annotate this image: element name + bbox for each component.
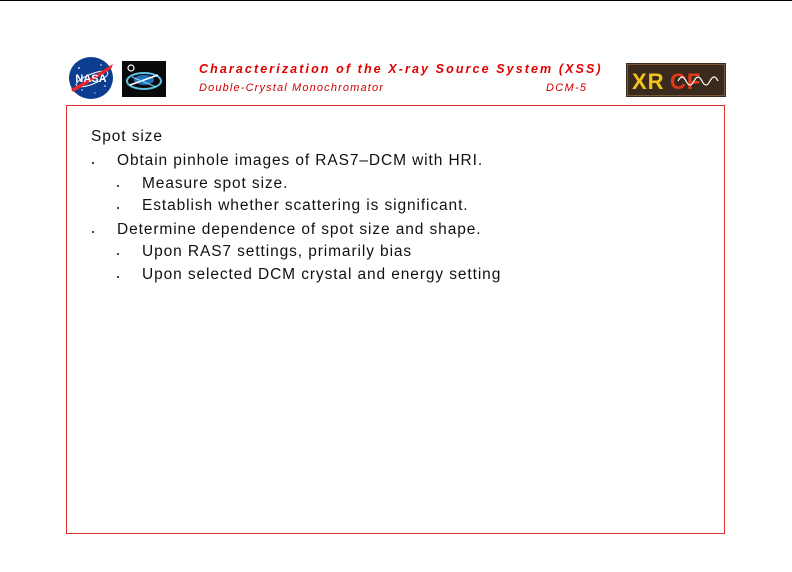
sub-bullet-marker	[117, 185, 119, 187]
xrcf-logo: XR CF	[626, 63, 726, 97]
svg-text:NASA: NASA	[75, 73, 106, 85]
sub-list-item: Upon RAS7 settings, primarily bias	[142, 243, 413, 260]
nasa-logo: NASA	[69, 57, 113, 99]
sub-list-item: Upon selected DCM crystal and energy set…	[142, 266, 502, 283]
section-heading: Spot size	[91, 128, 163, 145]
sub-list-item: Measure spot size.	[142, 175, 289, 192]
list-item: Determine dependence of spot size and sh…	[117, 221, 482, 238]
sub-bullet-marker	[117, 207, 119, 209]
sub-bullet-marker	[117, 276, 119, 278]
sub-list-item: Establish whether scattering is signific…	[142, 197, 469, 214]
bullet-marker	[92, 231, 94, 233]
content-box	[66, 105, 725, 534]
sub-bullet-marker	[117, 253, 119, 255]
program-emblem-icon	[122, 61, 166, 97]
svg-text:CF: CF	[670, 69, 701, 94]
svg-text:XR: XR	[632, 69, 665, 94]
presentation-title: Characterization of the X-ray Source Sys…	[199, 62, 603, 76]
slide-code: DCM-5	[546, 82, 588, 94]
bullet-marker	[92, 162, 94, 164]
slide-header: NASA Characterization of the X-ray Sourc…	[0, 0, 792, 110]
presentation-subtitle: Double-Crystal Monochromator	[199, 82, 385, 94]
list-item: Obtain pinhole images of RAS7–DCM with H…	[117, 152, 484, 169]
top-rule	[0, 0, 792, 1]
